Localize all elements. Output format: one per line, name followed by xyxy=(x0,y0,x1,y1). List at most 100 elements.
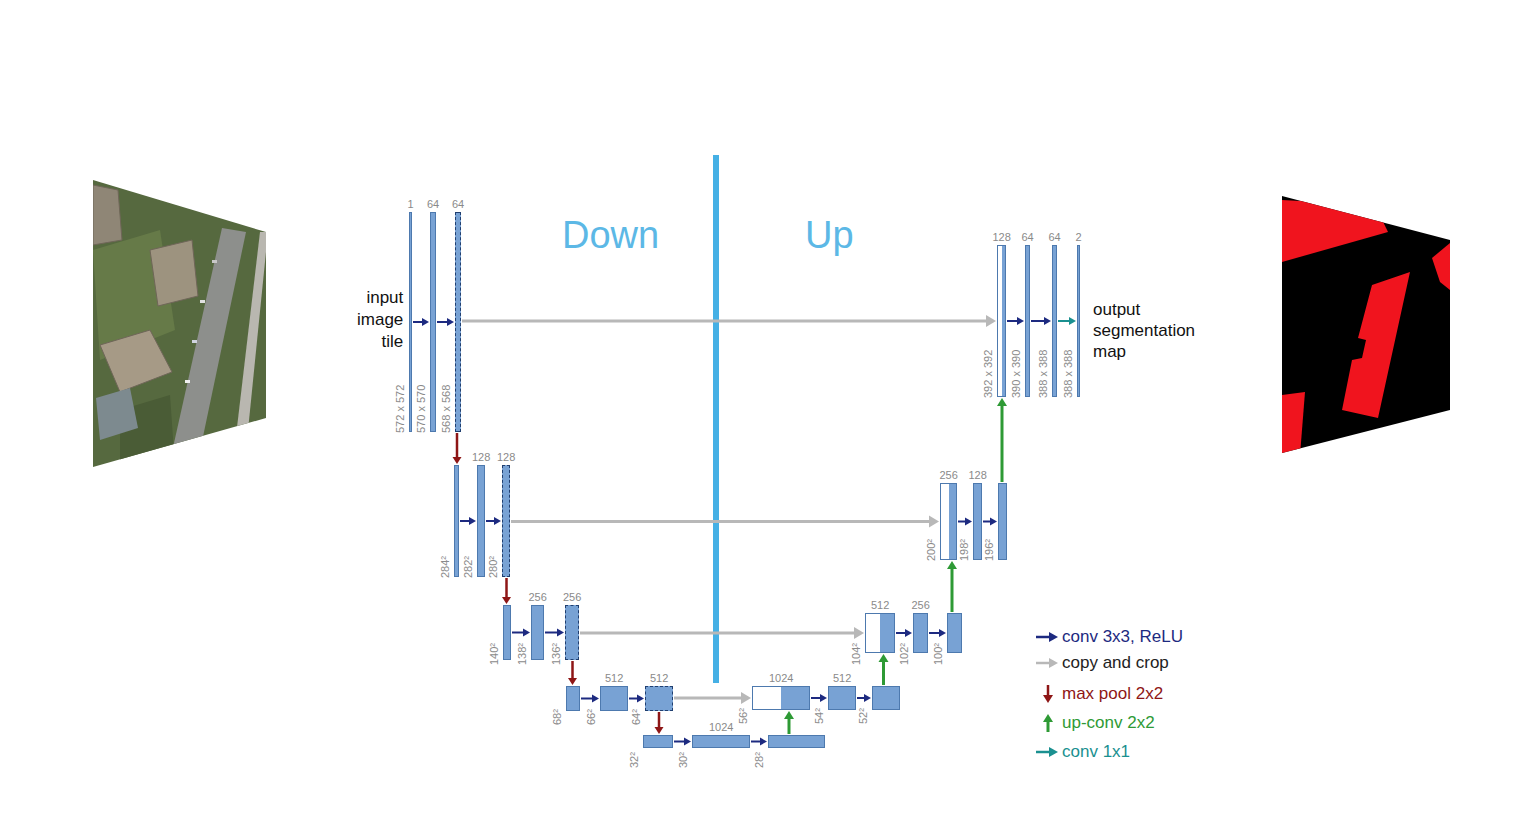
roof xyxy=(93,185,122,245)
channel-count: 128 xyxy=(497,451,515,463)
size-label: 28² xyxy=(753,752,765,768)
legend-arrow-head xyxy=(1043,695,1053,703)
arrow-shaft xyxy=(486,520,495,522)
feature-map: 52² xyxy=(872,686,900,710)
arrow-shaft xyxy=(629,698,638,700)
channel-count: 128 xyxy=(969,469,987,481)
legend-arrow-head xyxy=(1043,714,1053,722)
layer-arrow xyxy=(413,318,429,326)
layer-arrow xyxy=(896,629,912,637)
size-label: 64² xyxy=(630,709,642,725)
legend-arrow xyxy=(1034,713,1060,733)
feature-map: 64390 x 390 xyxy=(1025,245,1030,397)
size-label: 138² xyxy=(516,642,528,664)
channel-count: 64 xyxy=(427,198,439,210)
layer-arrow xyxy=(811,694,827,702)
feature-map: 64570 x 570 xyxy=(430,212,436,432)
channel-count: 256 xyxy=(912,599,930,611)
legend-text: conv 3x3, ReLU xyxy=(1062,627,1183,647)
aerial-photo xyxy=(90,175,270,475)
size-label: 196² xyxy=(983,539,995,561)
roof xyxy=(100,330,172,392)
cropped-feature-map: 51264² xyxy=(645,686,673,711)
cropped-feature-map: 256136² xyxy=(565,605,579,660)
arrow-shaft xyxy=(456,433,459,458)
channel-count: 512 xyxy=(650,672,668,684)
size-label: 570 x 570 xyxy=(415,385,427,433)
cropped-feature-map: 128280² xyxy=(502,465,510,577)
layer-arrow xyxy=(655,712,664,734)
arrow-shaft xyxy=(658,712,661,728)
layer-arrow xyxy=(983,518,997,526)
size-label: 52² xyxy=(857,708,869,724)
skip-connection xyxy=(580,627,864,639)
size-label: 32² xyxy=(628,752,640,768)
arrow-head xyxy=(864,694,871,702)
arrow-shaft xyxy=(512,632,524,634)
arrow-shaft xyxy=(674,697,743,700)
legend-row: up-conv 2x2 xyxy=(1034,713,1155,733)
car xyxy=(192,340,197,343)
layer-arrow xyxy=(1031,317,1051,325)
layer-arrow xyxy=(545,629,564,637)
car xyxy=(212,260,217,263)
arrow-shaft xyxy=(462,320,988,323)
channel-count: 1024 xyxy=(769,672,793,684)
arrow-shaft xyxy=(1058,320,1070,322)
size-label: 392 x 392 xyxy=(982,350,994,398)
size-label: 68² xyxy=(551,709,563,725)
channel-count: 64 xyxy=(1049,231,1061,243)
channel-count: 512 xyxy=(871,599,889,611)
arrow-head xyxy=(655,727,664,734)
layer-arrow xyxy=(437,318,454,326)
direction-label: Up xyxy=(805,213,854,257)
concat-feature-map: 128392 x 392 xyxy=(997,245,1006,397)
background-class xyxy=(1280,190,1455,460)
size-label: 388 x 388 xyxy=(1037,350,1049,398)
channel-count: 1 xyxy=(408,198,414,210)
arrow-shaft xyxy=(811,697,821,699)
upsampled-part xyxy=(1002,246,1006,396)
size-label: 104² xyxy=(850,643,862,665)
size-label: 280² xyxy=(487,556,499,578)
channel-count: 512 xyxy=(833,672,851,684)
arrow-head xyxy=(592,695,599,703)
input-label: input image tile xyxy=(357,287,403,353)
feature-map: 196² xyxy=(998,483,1007,560)
legend-arrow-shaft xyxy=(1047,721,1050,732)
building-mask xyxy=(1282,392,1305,455)
arrow-head xyxy=(1017,317,1024,325)
feature-map: 100² xyxy=(947,613,962,653)
arrow-head xyxy=(929,516,939,528)
arrow-head xyxy=(939,629,946,637)
feature-map: 64388 x 388 xyxy=(1052,245,1057,397)
layer-arrow xyxy=(958,518,972,526)
size-label: 388 x 388 xyxy=(1062,350,1074,398)
arrow-shaft xyxy=(505,578,508,598)
channel-count: 1024 xyxy=(709,721,733,733)
arrow-shaft xyxy=(1007,320,1018,322)
legend-text: copy and crop xyxy=(1062,653,1169,673)
layer-arrow xyxy=(629,695,644,703)
arrow-shaft xyxy=(581,698,593,700)
layer-arrow xyxy=(674,738,691,746)
legend-arrow-head xyxy=(1049,632,1058,642)
skip-connection xyxy=(674,692,751,704)
arrow-shaft xyxy=(571,661,574,679)
layer-arrow xyxy=(1058,317,1076,325)
arrow-shaft xyxy=(511,520,931,523)
channel-count: 64 xyxy=(452,198,464,210)
direction-label: Down xyxy=(562,213,659,257)
arrow-head xyxy=(502,597,511,604)
legend-arrow xyxy=(1034,684,1060,704)
arrow-head xyxy=(453,457,462,464)
arrow-shaft xyxy=(751,741,761,743)
legend-row: copy and crop xyxy=(1034,653,1169,673)
feature-map: 284² xyxy=(454,465,459,577)
channel-count: 128 xyxy=(472,451,490,463)
arrow-shaft xyxy=(580,632,856,635)
size-label: 200² xyxy=(925,539,937,561)
building-mask xyxy=(1342,272,1410,418)
arrow-head xyxy=(986,315,996,327)
layer-arrow xyxy=(568,661,577,685)
